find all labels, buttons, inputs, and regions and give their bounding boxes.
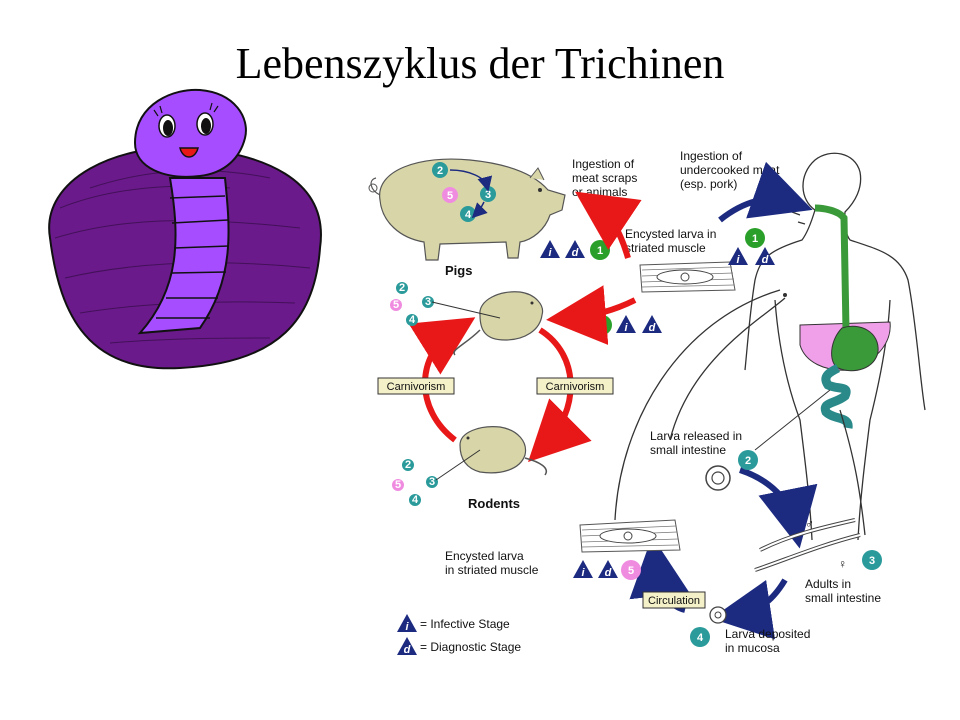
svg-text:3: 3: [485, 189, 491, 201]
stomach: [831, 325, 879, 372]
svg-text:Ingestion of: Ingestion of: [680, 149, 743, 163]
svg-text:2: 2: [405, 459, 411, 471]
life-cycle-diagram: 2 3 4 5 Pigs Ingestion of meat scraps or…: [368, 149, 926, 656]
slide-title: Lebenszyklus der Trichinen: [235, 39, 725, 88]
arrow-to-adults: [739, 467, 818, 549]
female-symbol: ♀: [838, 557, 847, 571]
svg-text:in striated muscle: in striated muscle: [445, 563, 539, 577]
adults-label: Adults in small intestine: [805, 577, 881, 605]
svg-text:meat scraps: meat scraps: [572, 171, 637, 185]
svg-text:in mucosa: in mucosa: [725, 641, 780, 655]
svg-text:2: 2: [437, 165, 443, 177]
coiled-larva-released: [705, 465, 731, 491]
arrow-to-mucosa: [711, 578, 788, 640]
legend-infective-label: = Infective Stage: [420, 617, 510, 631]
male-symbol: ♂: [805, 517, 814, 531]
svg-text:1: 1: [597, 245, 603, 257]
arrow-to-rodent: [546, 285, 637, 346]
svg-text:4: 4: [465, 209, 472, 221]
svg-text:d: d: [649, 322, 656, 334]
svg-text:Ingestion of: Ingestion of: [572, 157, 635, 171]
svg-text:5: 5: [395, 479, 401, 491]
ingestion-meat-label: Ingestion of undercooked meat (esp. pork…: [680, 149, 780, 191]
esophagus: [814, 204, 850, 331]
svg-text:undercooked meat: undercooked meat: [680, 163, 780, 177]
small-intestine: [820, 363, 853, 429]
rodent-bottom: [459, 426, 547, 476]
circulation-box: Circulation: [642, 591, 706, 609]
muscle-cyst-top: [639, 261, 736, 293]
svg-text:small intestine: small intestine: [805, 591, 881, 605]
carnivorism-box-right: Carnivorism: [536, 377, 614, 395]
svg-text:i: i: [581, 567, 585, 579]
svg-text:2: 2: [399, 282, 405, 294]
worm-head: [133, 88, 247, 178]
svg-text:or animals: or animals: [572, 185, 627, 199]
human-ingestion-badges: 1 i d: [728, 228, 775, 266]
legend-infective-icon: [397, 614, 417, 632]
svg-text:Carnivorism: Carnivorism: [387, 381, 446, 393]
svg-text:4: 4: [412, 494, 419, 506]
svg-text:d: d: [572, 247, 579, 259]
svg-text:3: 3: [425, 296, 431, 308]
svg-text:d: d: [762, 254, 769, 266]
svg-text:4: 4: [697, 632, 704, 644]
rodent-top-internal-cycle: 2 3 4 5: [390, 282, 501, 326]
larva-released-label: Larva released in small intestine: [650, 429, 742, 457]
pig-ingestion-badges: i d 1: [540, 240, 610, 260]
svg-text:1: 1: [752, 233, 758, 245]
svg-text:3: 3: [429, 476, 435, 488]
svg-text:5: 5: [393, 299, 399, 311]
svg-text:(esp. pork): (esp. pork): [680, 177, 737, 191]
svg-text:Encysted larva: Encysted larva: [445, 549, 524, 563]
svg-text:Larva deposited: Larva deposited: [725, 627, 810, 641]
pigs-label: Pigs: [445, 263, 472, 278]
svg-text:d: d: [605, 567, 612, 579]
svg-text:i: i: [624, 322, 628, 334]
svg-text:d: d: [404, 644, 411, 656]
rodent-top: [453, 291, 544, 356]
svg-text:striated muscle: striated muscle: [625, 241, 706, 255]
svg-text:1: 1: [599, 320, 605, 332]
legend-diagnostic-label: = Diagnostic Stage: [420, 640, 521, 654]
pig-internal-cycle: 2 3 4 5: [432, 162, 496, 222]
svg-text:5: 5: [628, 565, 634, 577]
adult-worms: [754, 518, 861, 572]
larva-deposited-label: Larva deposited in mucosa: [725, 627, 810, 655]
carnivorism-box-left: Carnivorism: [377, 377, 455, 395]
svg-text:Adults in: Adults in: [805, 577, 851, 591]
rodents-label: Rodents: [468, 496, 520, 511]
legend-diagnostic-icon: [397, 637, 417, 655]
svg-text:small intestine: small intestine: [650, 443, 726, 457]
svg-text:Carnivorism: Carnivorism: [546, 381, 605, 393]
encysted-top-label: Encysted larva in striated muscle: [625, 227, 716, 255]
svg-text:3: 3: [869, 555, 875, 567]
worm-mouth: [179, 147, 199, 158]
rodent-bottom-internal-cycle: 2 3 4 5: [392, 449, 481, 506]
ingestion-scraps-label: Ingestion of meat scraps or animals: [572, 157, 637, 199]
arrow-to-pig: [575, 191, 642, 259]
svg-text:5: 5: [447, 190, 453, 202]
encysted-bottom-label: Encysted larva in striated muscle: [445, 549, 539, 577]
worm-body: [137, 177, 230, 335]
muscle-cyst-bottom: [579, 519, 681, 553]
arrow-to-human: [718, 161, 813, 223]
svg-text:i: i: [405, 621, 409, 633]
svg-text:i: i: [736, 254, 740, 266]
coiled-larva-deposited: [709, 606, 727, 624]
encysted-bottom-badges: i d 5: [573, 560, 641, 580]
legend: i = Infective Stage d = Diagnostic Stage: [397, 614, 521, 656]
svg-text:i: i: [548, 247, 552, 259]
svg-text:4: 4: [409, 314, 416, 326]
svg-text:Larva released in: Larva released in: [650, 429, 742, 443]
svg-text:2: 2: [745, 455, 751, 467]
trichina-mascot-illustration: [48, 88, 322, 370]
svg-text:Circulation: Circulation: [648, 595, 700, 607]
rodent-ingestion-badges: 1 i d: [592, 315, 662, 335]
svg-text:Encysted larva in: Encysted larva in: [625, 227, 716, 241]
